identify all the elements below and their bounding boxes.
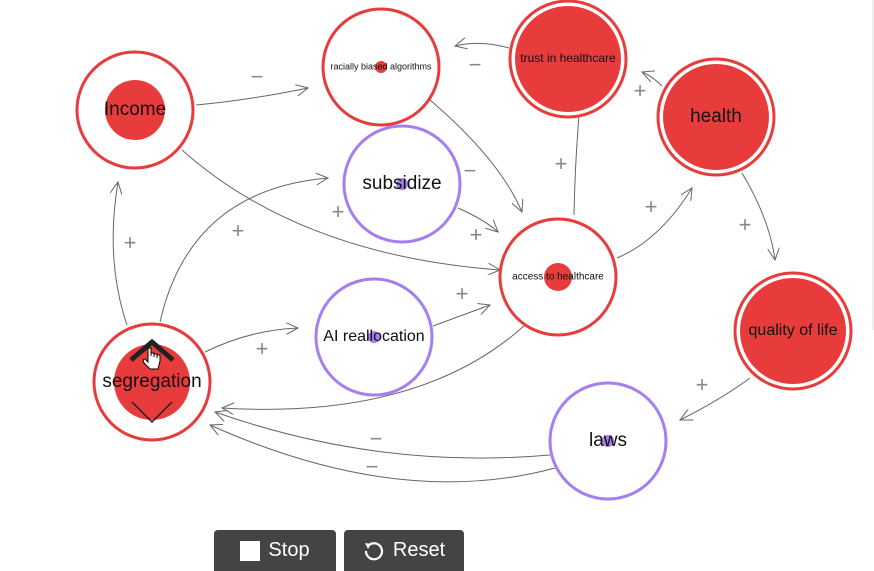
reset-icon [364, 541, 383, 560]
edge-ai-access [432, 305, 490, 327]
svg-text:Income: Income [104, 99, 166, 120]
edge-racially-access [429, 99, 522, 212]
svg-text:subsidize: subsidize [362, 173, 441, 194]
edge-access-segregation [222, 324, 526, 409]
edge-access-health [616, 188, 692, 259]
edge-income-racially [195, 88, 308, 106]
svg-text:segregation: segregation [102, 371, 201, 392]
stop-icon [240, 540, 261, 561]
sign-label: + [124, 230, 137, 255]
stop-button[interactable]: Stop [214, 530, 336, 571]
sign-label: + [332, 199, 345, 224]
edge-segregation-subsidize [159, 178, 328, 323]
sign-label: − [366, 454, 379, 479]
sign-label: − [251, 64, 264, 89]
node-segregation[interactable]: segregation [92, 322, 212, 442]
edge-signs: − − + − + + + + + + + + + + − − [124, 52, 752, 479]
edge-trust-racially [455, 43, 510, 48]
svg-text:racially biased algorithms: racially biased algorithms [330, 61, 432, 71]
stop-label: Stop [268, 539, 310, 561]
node-trust-in-healthcare[interactable]: trust in healthcare [508, 0, 628, 119]
edges [113, 43, 775, 483]
svg-text:AI reallocation: AI reallocation [323, 328, 424, 345]
edge-access-trust [574, 104, 580, 216]
sign-label: + [555, 151, 568, 176]
node-racially-biased-algorithms[interactable]: racially biased algorithms [321, 7, 441, 127]
edge-laws-segregation-1 [215, 412, 551, 459]
svg-text:laws: laws [589, 430, 627, 451]
increase-arrow-icon[interactable] [129, 338, 175, 362]
edge-quality-laws [680, 377, 751, 420]
hand-cursor-icon [142, 347, 161, 370]
reset-button[interactable]: Reset [344, 530, 464, 571]
decrease-arrow-icon[interactable] [131, 401, 173, 424]
node-subsidize[interactable]: subsidize [342, 124, 462, 244]
node-quality-of-life[interactable]: quality of life [733, 271, 853, 391]
edge-income-access [181, 149, 500, 270]
edge-health-quality [741, 172, 775, 260]
sign-label: − [370, 426, 383, 451]
node-health[interactable]: health [656, 57, 776, 177]
edge-subsidize-access [457, 207, 498, 232]
svg-text:quality of life: quality of life [749, 322, 838, 339]
edge-segregation-income [113, 182, 128, 326]
node-laws[interactable]: laws [548, 381, 668, 501]
nodes: Income racially biased algorithms trust … [75, 0, 853, 501]
reset-label: Reset [392, 539, 446, 561]
edge-laws-segregation-2 [210, 425, 556, 483]
sign-label: − [469, 52, 482, 77]
edge-health-trust [642, 72, 663, 87]
sign-label: + [634, 78, 647, 103]
sign-label: + [256, 336, 269, 361]
svg-text:access to healthcare: access to healthcare [512, 272, 604, 283]
sign-label: − [464, 158, 477, 183]
node-ai-reallocation[interactable]: AI reallocation [314, 277, 434, 397]
sign-label: + [645, 194, 658, 219]
sign-label: + [696, 372, 709, 397]
svg-text:health: health [690, 106, 742, 127]
sign-label: + [456, 281, 469, 306]
sign-label: + [470, 222, 483, 247]
edge-segregation-ai [204, 328, 298, 353]
sign-label: + [232, 218, 245, 243]
sign-label: + [739, 212, 752, 237]
node-income[interactable]: Income [75, 50, 195, 170]
svg-text:trust in healthcare: trust in healthcare [520, 51, 616, 65]
node-access-to-healthcare[interactable]: access to healthcare [498, 217, 618, 337]
